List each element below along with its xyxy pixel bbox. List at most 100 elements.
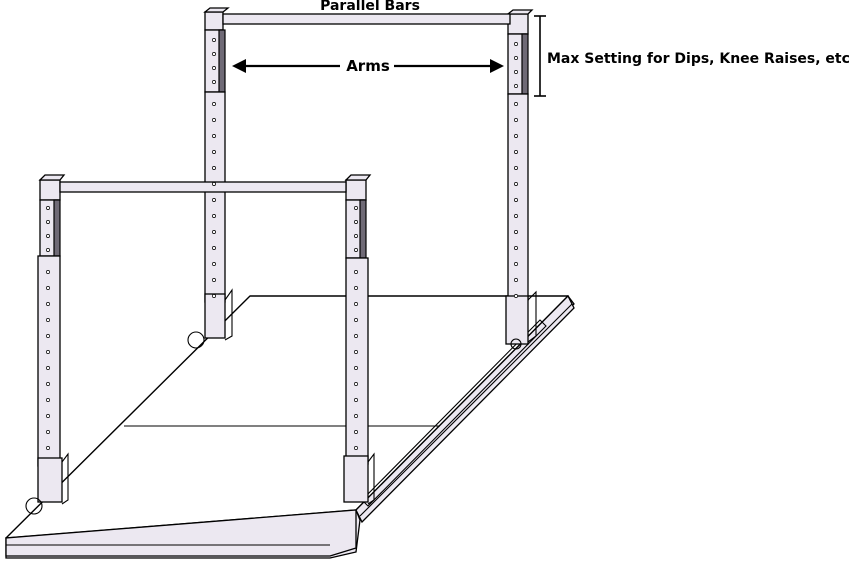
- adjustment-hole: [212, 52, 216, 56]
- adjustment-hole: [46, 446, 50, 450]
- post-front-left-bracket: [61, 452, 69, 505]
- adjustment-hole: [514, 84, 518, 88]
- front-parallel-bar: [59, 181, 347, 193]
- adjustment-hole: [46, 382, 50, 386]
- adjustment-hole: [46, 234, 50, 238]
- adjustment-hole: [354, 350, 358, 354]
- adjustment-hole: [46, 366, 50, 370]
- post-back-left-wheel: [187, 331, 205, 349]
- post-back-left-bracket: [224, 288, 233, 341]
- adjustment-hole: [514, 182, 518, 186]
- adjustment-hole: [354, 382, 358, 386]
- post-back-right: [505, 9, 537, 350]
- post-back-right-bracket: [527, 290, 537, 343]
- platform-rail: [361, 319, 547, 507]
- adjustment-hole: [46, 220, 50, 224]
- post-back-right-outer: [507, 93, 529, 301]
- adjustment-hole: [46, 334, 50, 338]
- post-front-left-cap-top: [38, 174, 66, 181]
- adjustment-hole: [354, 270, 358, 274]
- adjustment-hole: [212, 294, 216, 298]
- adjustment-hole: [514, 42, 518, 46]
- post-front-right-bracket: [367, 452, 375, 505]
- adjustment-hole: [514, 56, 518, 60]
- arms-label: Arms: [346, 57, 390, 75]
- back-parallel-bar: [222, 13, 511, 25]
- adjustment-hole: [46, 430, 50, 434]
- adjustment-hole: [514, 294, 518, 298]
- platform: [5, 294, 575, 559]
- adjustment-hole: [354, 398, 358, 402]
- adjustment-hole: [212, 118, 216, 122]
- adjustment-hole: [212, 38, 216, 42]
- post-back-right-wheel: [510, 338, 522, 350]
- post-front-right-dark: [359, 199, 367, 259]
- adjustment-hole: [514, 166, 518, 170]
- post-front-right-foot: [343, 455, 369, 503]
- adjustment-hole: [514, 198, 518, 202]
- adjustment-hole: [46, 414, 50, 418]
- adjustment-hole: [354, 234, 358, 238]
- post-front-left-foot: [37, 457, 63, 503]
- back-bar-body: [222, 13, 511, 25]
- post-front-left-cap: [39, 179, 61, 201]
- adjustment-hole: [46, 398, 50, 402]
- adjustment-hole: [46, 206, 50, 210]
- post-back-right-dark: [521, 33, 529, 95]
- adjustment-hole: [212, 198, 216, 202]
- adjustment-hole: [354, 248, 358, 252]
- post-front-right: [343, 174, 375, 505]
- post-back-right-cap: [507, 13, 529, 35]
- post-back-left-dark: [218, 29, 226, 93]
- post-back-left-cap: [204, 11, 224, 31]
- adjustment-hole: [212, 262, 216, 266]
- adjustment-hole: [354, 220, 358, 224]
- adjustment-hole: [212, 166, 216, 170]
- adjustment-hole: [212, 278, 216, 282]
- adjustment-hole: [46, 302, 50, 306]
- adjustment-hole: [212, 134, 216, 138]
- adjustment-hole: [354, 446, 358, 450]
- post-back-right-cap-top: [506, 9, 534, 15]
- post-back-right-foot: [505, 295, 529, 345]
- post-back-left-foot: [204, 293, 226, 339]
- adjustment-hole: [354, 286, 358, 290]
- adjustment-hole: [514, 214, 518, 218]
- adjustment-hole: [514, 102, 518, 106]
- adjustment-hole: [212, 66, 216, 70]
- adjustment-hole: [212, 102, 216, 106]
- adjustment-hole: [354, 430, 358, 434]
- adjustment-hole: [212, 182, 216, 186]
- platform-right-line: [359, 303, 573, 517]
- post-front-left: [25, 174, 69, 515]
- adjustment-hole: [46, 318, 50, 322]
- adjustment-hole: [46, 248, 50, 252]
- adjustment-holes: [46, 38, 518, 450]
- adjustment-hole: [514, 134, 518, 138]
- adjustment-hole: [46, 350, 50, 354]
- adjustment-hole: [212, 150, 216, 154]
- adjustment-hole: [46, 270, 50, 274]
- post-back-left-cap-top: [203, 7, 230, 13]
- adjustment-hole: [514, 278, 518, 282]
- max-setting-dimension: Max Setting for Dips, Knee Raises, etc.: [534, 15, 850, 97]
- diagram-title: Parallel Bars: [320, 0, 420, 14]
- adjustment-hole: [354, 302, 358, 306]
- adjustment-hole: [354, 206, 358, 210]
- platform-top: [5, 295, 569, 539]
- post-front-right-cap: [345, 179, 367, 201]
- post-back-left: [187, 7, 233, 349]
- arms-dimension: Arms: [232, 57, 504, 75]
- adjustment-hole: [212, 230, 216, 234]
- adjustment-hole: [354, 334, 358, 338]
- adjustment-hole: [212, 80, 216, 84]
- adjustment-hole: [46, 286, 50, 290]
- arms-arrowhead-right: [490, 59, 504, 73]
- post-front-left-dark: [53, 199, 61, 257]
- arms-arrowhead-left: [232, 59, 246, 73]
- adjustment-hole: [514, 118, 518, 122]
- post-back-left-outer: [204, 91, 226, 303]
- adjustment-hole: [514, 230, 518, 234]
- adjustment-hole: [212, 246, 216, 250]
